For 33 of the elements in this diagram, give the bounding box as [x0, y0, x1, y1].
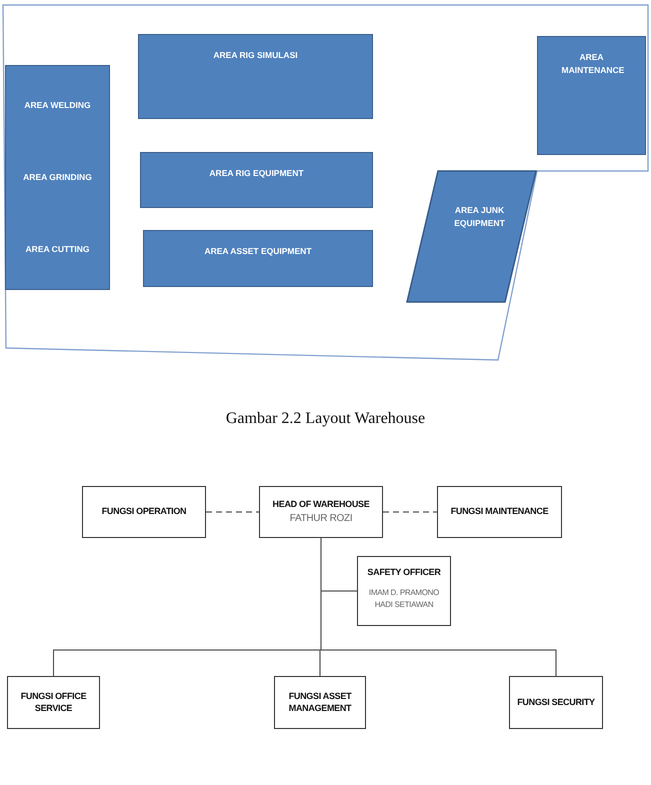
position-title: FUNGSI OPERATION	[102, 506, 186, 518]
position-title: FUNGSI SECURITY	[517, 696, 595, 708]
position-title: HEAD OF WAREHOUSE	[272, 498, 370, 510]
area-label: AREA GRINDING	[23, 171, 92, 184]
area-label: AREA RIG EQUIPMENT	[209, 167, 304, 180]
org-box	[357, 556, 451, 626]
area-label: AREA JUNK EQUIPMENT	[453, 204, 506, 230]
warehouse-outline	[2, 4, 650, 362]
org-box	[82, 486, 206, 538]
area-block	[143, 230, 373, 287]
area-label: AREA MAINTENANCE	[562, 51, 622, 76]
figure-caption: Gambar 2.2 Layout Warehouse	[224, 410, 426, 428]
org-box	[7, 676, 100, 729]
person-name: HADI SETIAWAN	[374, 600, 434, 610]
area-label: AREA RIG SIMULASI	[213, 49, 298, 62]
area-block	[138, 34, 373, 119]
position-title: FUNGSI MAINTENANCE	[450, 506, 548, 518]
position-title: SAFETY OFFICER	[367, 567, 441, 579]
area-parallelogram	[406, 170, 537, 303]
org-box	[259, 486, 383, 538]
person-name: IMAM D. PRAMONO	[368, 588, 440, 598]
area-block	[5, 65, 110, 290]
org-box	[437, 486, 562, 538]
org-box	[509, 676, 603, 729]
area-block	[537, 36, 646, 155]
position-title: FUNGSI OFFICE SERVICE	[20, 690, 88, 714]
area-label: AREA ASSET EQUIPMENT	[204, 245, 312, 258]
position-title: FUNGSI ASSET MANAGEMENT	[288, 690, 352, 714]
area-label: AREA CUTTING	[26, 242, 90, 256]
org-box	[274, 676, 366, 729]
area-block	[140, 152, 373, 208]
area-label: AREA WELDING	[24, 99, 91, 112]
person-name: FATHUR ROZI	[290, 513, 352, 526]
